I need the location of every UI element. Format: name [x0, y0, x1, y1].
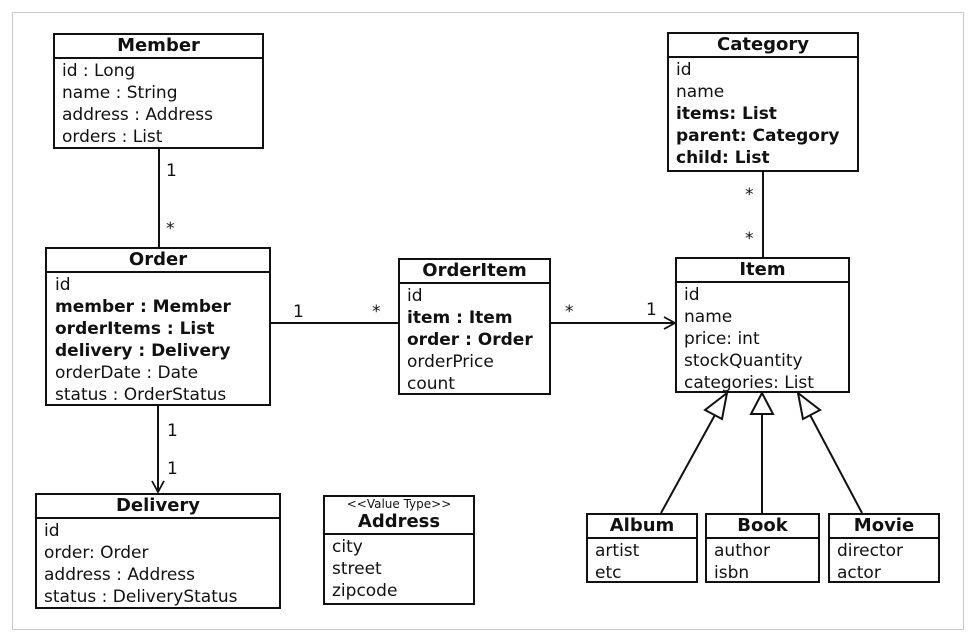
class-category-title: Category [669, 34, 857, 58]
diagram-frame [12, 12, 964, 630]
class-address: <<Value Type>> Address city street zipco… [323, 495, 475, 605]
category-attr: items: List [676, 104, 777, 124]
mult-order-orderitem-orderitem: * [372, 302, 381, 322]
class-address-title: Address [357, 511, 441, 532]
delivery-attr: id [44, 521, 60, 541]
class-order-title: Order [47, 249, 269, 273]
item-attr: stockQuantity [684, 351, 803, 371]
class-book: Book author isbn [705, 513, 820, 583]
class-item-title: Item [677, 259, 848, 283]
book-attr: author [714, 541, 771, 561]
order-attr: id [55, 275, 71, 295]
delivery-attr: status : DeliveryStatus [44, 587, 238, 607]
class-item: Item id name price: int stockQuantity ca… [675, 257, 850, 393]
class-delivery: Delivery id order: Order address : Addre… [35, 493, 281, 609]
member-attr: name : String [62, 83, 178, 103]
order-attr: status : OrderStatus [55, 385, 227, 405]
order-attr: member : Member [55, 297, 231, 317]
delivery-attr: address : Address [44, 565, 196, 585]
orderitem-attr: id [407, 286, 423, 306]
member-attr: id : Long [62, 61, 136, 81]
category-attr: id [676, 60, 692, 80]
order-attr: delivery : Delivery [55, 341, 231, 361]
class-album-title: Album [588, 515, 696, 539]
member-attr: address : Address [62, 105, 214, 125]
category-attr: child: List [676, 148, 770, 168]
album-inheritance-line [660, 412, 717, 514]
movie-attr: director [837, 541, 903, 561]
book-inheritance-triangle [749, 390, 775, 415]
class-address-stereotype: <<Value Type>> [346, 497, 452, 511]
class-movie: Movie director actor [828, 513, 940, 583]
delivery-attr: order: Order [44, 543, 149, 563]
class-movie-title: Movie [830, 515, 938, 539]
class-book-title: Book [707, 515, 818, 539]
book-attr: isbn [714, 563, 750, 583]
mult-orderitem-item-orderitem: * [565, 302, 574, 322]
class-address-header: <<Value Type>> Address [325, 497, 473, 535]
class-delivery-title: Delivery [37, 495, 279, 519]
orderitem-attr: orderPrice [407, 352, 494, 372]
mult-order-orderitem-order: 1 [293, 302, 304, 322]
order-attr: orderDate : Date [55, 363, 199, 383]
orderitem-attr: order : Order [407, 330, 533, 350]
orderitem-attr: count [407, 374, 455, 394]
item-attr: price: int [684, 329, 760, 349]
movie-inheritance-line [808, 412, 863, 514]
member-attr: orders : List [62, 127, 163, 147]
address-attr: zipcode [332, 581, 398, 601]
address-attr: street [332, 559, 382, 579]
album-inheritance-triangle [703, 390, 729, 421]
mult-order-delivery-order: 1 [167, 421, 178, 441]
orderitem-attr: item : Item [407, 308, 513, 328]
category-attr: name [676, 82, 725, 102]
class-category: Category id name items: List parent: Cat… [667, 32, 859, 172]
item-attr: name [684, 307, 733, 327]
mult-member-order-order: * [166, 219, 175, 239]
item-attr: categories: List [684, 373, 814, 393]
class-orderitem-title: OrderItem [400, 260, 549, 284]
class-member-title: Member [55, 35, 262, 59]
category-attr: parent: Category [676, 126, 840, 146]
album-attr: artist [595, 541, 640, 561]
order-attr: orderItems : List [55, 319, 215, 339]
mult-category-item-category: * [745, 185, 754, 205]
mult-category-item-item: * [745, 229, 754, 249]
movie-inheritance-triangle [796, 390, 822, 421]
mult-orderitem-item-item: 1 [646, 300, 657, 320]
item-attr: id [684, 285, 700, 305]
mult-order-delivery-delivery: 1 [167, 459, 178, 479]
class-member: Member id : Long name : String address :… [53, 33, 264, 149]
address-attr: city [332, 537, 363, 557]
movie-attr: actor [837, 563, 881, 583]
album-attr: etc [595, 563, 622, 583]
mult-member-order-member: 1 [166, 161, 177, 181]
class-album: Album artist etc [586, 513, 698, 583]
class-order: Order id member : Member orderItems : Li… [45, 247, 271, 406]
class-orderitem: OrderItem id item : Item order : Order o… [398, 258, 551, 395]
